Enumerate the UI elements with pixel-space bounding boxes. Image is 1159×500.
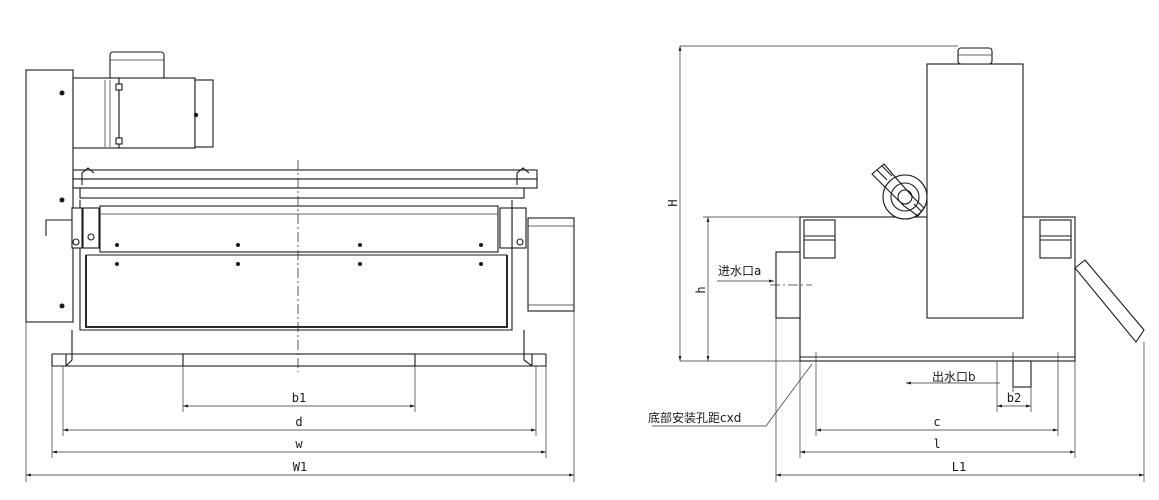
cross-bar [79,187,525,199]
panel-bolt [59,197,65,203]
outlet-box [1012,360,1032,388]
mount-leader-line [652,363,813,427]
front-view: b1 d w W1 [25,51,575,482]
sprocket-assembly [871,163,928,220]
top-rail [72,169,538,180]
dim-label-H: H [666,199,680,206]
left-brackets [45,167,100,249]
motor-cap [957,47,993,65]
motor-column [926,63,1024,319]
dim-label-l: l [933,437,940,451]
dim-label-L1: L1 [952,460,966,474]
dim-label-b2: b2 [1007,391,1021,405]
hood-holes [115,243,483,266]
panel-bolt [59,90,65,96]
right-brackets [499,167,553,249]
tank-box-left [803,219,836,259]
outlet-label: 出水口b [932,370,976,384]
tank-outer [79,200,513,331]
discharge-chute [1074,259,1145,343]
side-view: H h 进水口a 出水口b 底部安装孔距cxd b2 c l L1 [648,45,1145,482]
dim-label-d: d [295,415,302,429]
dim-label-c: c [933,415,940,429]
mount-holes-label: 底部安装孔距cxd [648,410,741,425]
tank-box-right [1039,219,1072,259]
right-gearbox [527,217,575,312]
panel-bolt [59,303,65,309]
bottom-outlet [182,353,416,367]
tank-inner [85,255,508,328]
dim-label-h: h [694,286,708,293]
dim-label-b1: b1 [292,391,306,405]
left-side-panel [25,69,74,323]
hood-cover [99,205,499,253]
dim-label-w: w [295,437,303,451]
motor [72,51,214,149]
dim-label-W1: W1 [293,460,307,474]
inlet-label: 进水口a [718,264,761,278]
top-rail [72,178,538,189]
